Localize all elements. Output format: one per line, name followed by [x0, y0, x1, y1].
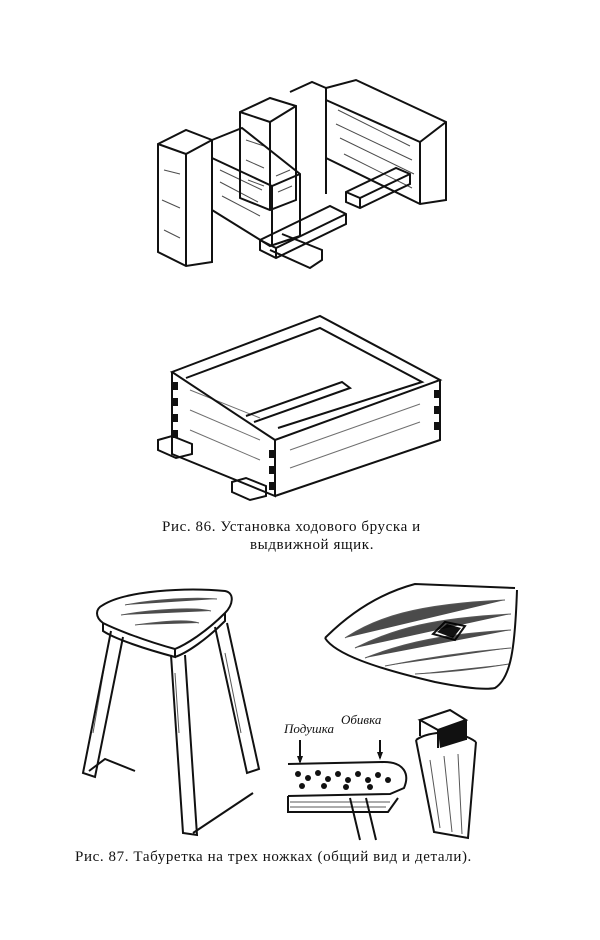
figure-87-caption: Рис. 87. Табуретка на трех ножках (общий… — [75, 849, 472, 865]
leg-tenon-detail-drawing — [415, 708, 477, 840]
upholstery-label: Обивка — [341, 712, 382, 727]
three-legged-stool-drawing — [81, 588, 261, 837]
runner-bar-installation-drawing — [157, 78, 447, 270]
figure-86-caption-line1: Рис. 86. Установка ходового бруска и — [162, 519, 421, 535]
seat-cushion-section-drawing — [287, 740, 408, 841]
figure-86-caption: Рис. 86. Установка ходового бруска и выд… — [162, 518, 462, 554]
figure-86-caption-line2: выдвижной ящик. — [249, 537, 375, 553]
cushion-label: Подушка — [284, 721, 334, 736]
drawer-drawing — [157, 314, 443, 502]
seat-mortise-detail-drawing — [324, 582, 518, 690]
